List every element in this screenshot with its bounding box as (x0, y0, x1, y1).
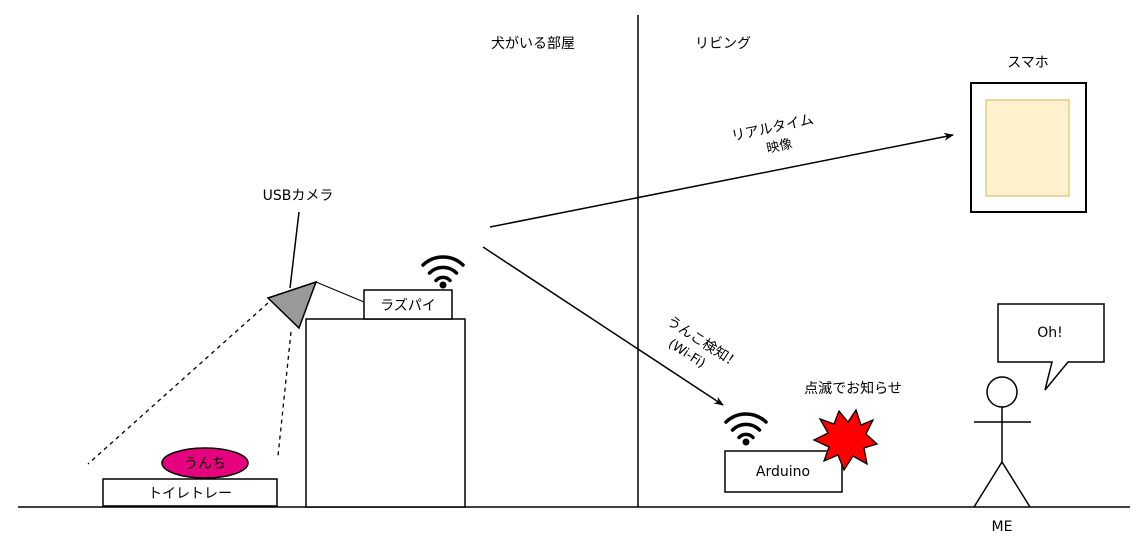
poop-ellipse (161, 447, 249, 479)
usb-camera-label: USBカメラ (263, 188, 334, 204)
smartphone-label: スマホ (1007, 55, 1049, 71)
camera-icon (266, 280, 318, 330)
raspberry-pi-label: ラズパイ (380, 298, 436, 314)
me-label: ME (992, 519, 1013, 535)
wifi-icon (421, 255, 465, 289)
raspberry-pi-box (363, 289, 453, 320)
camera-callout-line (289, 211, 300, 289)
smartphone-screen (985, 99, 1070, 197)
shelf-box (305, 318, 466, 508)
toilet-tray-label: トイレトレー (148, 486, 232, 502)
living-room-label: リビング (695, 36, 751, 52)
toilet-tray-box (102, 478, 278, 507)
realtime-video-arrow (489, 132, 954, 228)
arduino-label: Arduino (756, 464, 810, 480)
arduino-box (724, 450, 843, 493)
speech-text: Oh! (1037, 325, 1063, 341)
speech-bubble (997, 303, 1105, 391)
realtime-label-line2: 映像 (765, 137, 794, 157)
starburst-icon (812, 408, 879, 472)
dog-room-label: 犬がいる部屋 (491, 36, 575, 52)
camera-fov-right (277, 331, 292, 457)
notify-label: 点滅でお知らせ (804, 380, 902, 397)
poop-label: うんち (184, 456, 226, 472)
wifi-icon (724, 412, 768, 446)
stick-figure-icon (973, 376, 1031, 508)
camera-cable (315, 281, 365, 303)
camera-fov-left (87, 302, 269, 465)
detection-arrow (482, 246, 724, 406)
